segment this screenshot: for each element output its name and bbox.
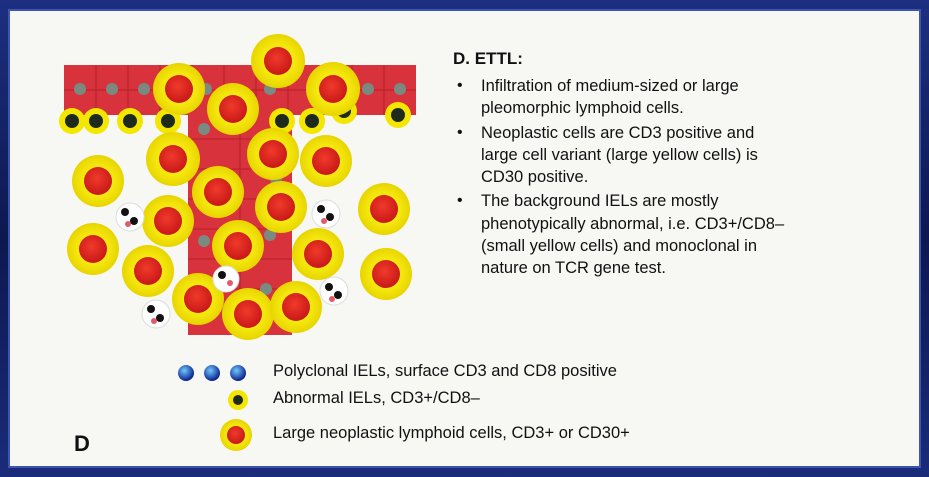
bullet-dot-icon: • <box>457 192 463 210</box>
panel-heading: D. ETTL: <box>453 49 523 68</box>
bullet-line: CD30 positive. <box>481 168 589 187</box>
bullet-line: large cell variant (large yellow cells) … <box>481 145 758 164</box>
bullet-line: pleomorphic lymphoid cells. <box>481 99 684 118</box>
neoplastic-cell-icon <box>220 419 252 451</box>
legend-abnormal-label: Abnormal IELs, CD3+/CD8– <box>273 389 480 407</box>
abnormal-iel-icon <box>228 390 248 410</box>
panel-letter: D <box>74 431 90 456</box>
bullet-list: • Infiltration of medium-sized or large … <box>453 75 873 282</box>
neoplastic-cells <box>67 34 412 340</box>
bullet-line: The background IELs are mostly <box>481 192 719 211</box>
bullet-item: • Neoplastic cells are CD3 positive and … <box>453 122 873 189</box>
ettl-illustration <box>59 34 416 451</box>
bullet-line: Infiltration of medium-sized or large <box>481 77 739 95</box>
bullet-item: • Infiltration of medium-sized or large … <box>453 75 873 120</box>
legend-polyclonal-label: Polyclonal IELs, surface CD3 and CD8 pos… <box>273 362 617 380</box>
legend-neoplastic-label: Large neoplastic lymphoid cells, CD3+ or… <box>273 424 630 442</box>
polyclonal-iel-icon <box>178 365 246 381</box>
bullet-item: • The background IELs are mostly phenoty… <box>453 190 873 279</box>
bullet-line: nature on TCR gene test. <box>481 259 666 278</box>
bullet-line: phenotypically abnormal, i.e. CD3+/CD8– <box>481 214 785 233</box>
bullet-dot-icon: • <box>457 77 463 94</box>
bullet-line: (small yellow cells) and monoclonal in <box>481 237 758 256</box>
stromal-cells <box>115 199 349 329</box>
figure-panel: D. ETTL: • Infiltration of medium-sized … <box>8 9 921 468</box>
bullet-line: Neoplastic cells are CD3 positive and <box>481 123 755 142</box>
bullet-dot-icon: • <box>457 123 463 141</box>
